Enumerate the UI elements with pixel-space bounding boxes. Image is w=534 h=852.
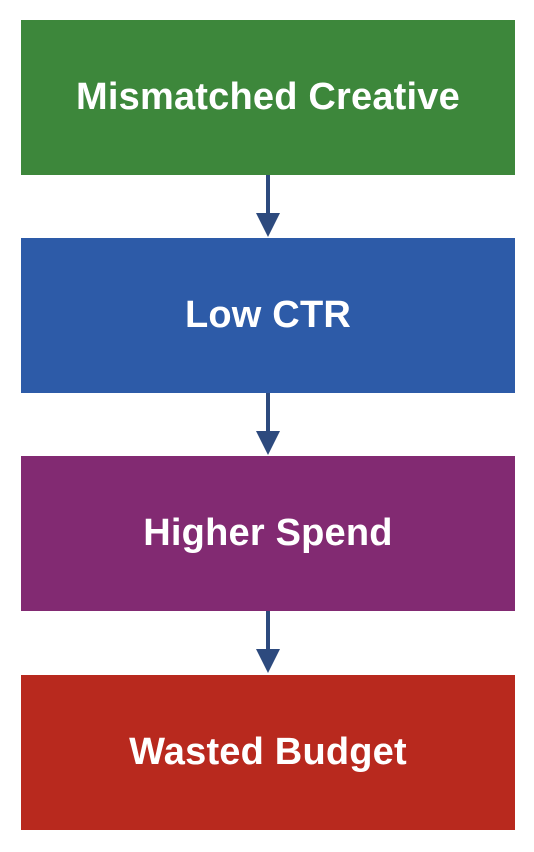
- step-box-higher-spend: Higher Spend: [21, 456, 515, 611]
- step-label: Wasted Budget: [129, 731, 407, 773]
- arrow-down-icon: [256, 611, 280, 673]
- arrow-down-icon: [256, 175, 280, 237]
- step-box-wasted-budget: Wasted Budget: [21, 675, 515, 830]
- step-label: Mismatched Creative: [76, 76, 460, 118]
- arrow-down-icon: [256, 393, 280, 455]
- step-box-low-ctr: Low CTR: [21, 238, 515, 393]
- step-label: Higher Spend: [143, 512, 393, 554]
- step-label: Low CTR: [184, 294, 352, 336]
- step-box-mismatched-creative: Mismatched Creative: [21, 20, 515, 175]
